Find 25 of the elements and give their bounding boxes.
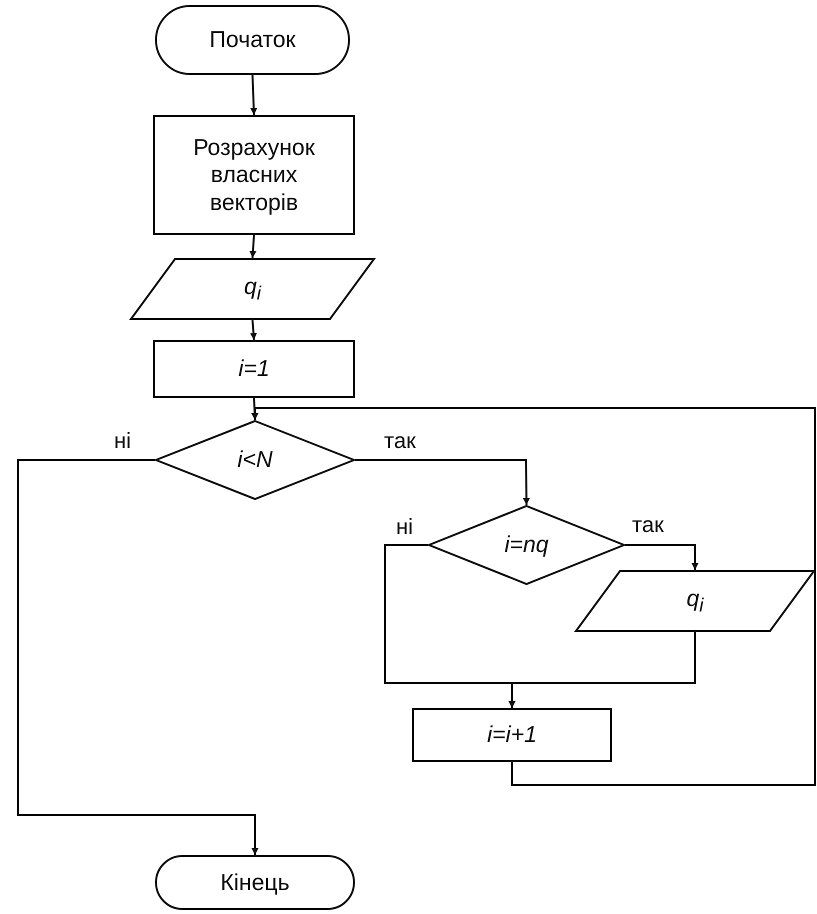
decision-diamond [428,505,625,585]
node-label: q$_{i}$ [686,584,704,618]
flow-arrow [250,74,258,116]
node-label: i<N [237,446,273,474]
flow-arrow [508,632,696,708]
node-label: i=i+1 [487,721,537,749]
flow-arrow [355,459,530,506]
process-box [412,708,612,762]
node-label: i=1 [238,355,270,383]
io-parallelogram [130,258,375,320]
flow-arrow [249,234,256,258]
node-label: Кінець [220,868,290,896]
io-parallelogram [575,570,815,632]
flow-arrow [251,398,258,420]
process-box [153,340,355,398]
node-label: Початок [209,26,296,54]
flow-arrow [252,407,816,786]
node-label: q$_{i}$ [244,272,262,306]
node-label: i=nq [504,531,549,559]
flow-arrow [250,320,257,340]
flow-arrow [625,544,698,570]
decision-diamond [155,420,355,500]
process-box [153,115,355,235]
node-label: Розрахунок власних векторів [192,134,316,216]
flow-arrow [17,459,258,855]
